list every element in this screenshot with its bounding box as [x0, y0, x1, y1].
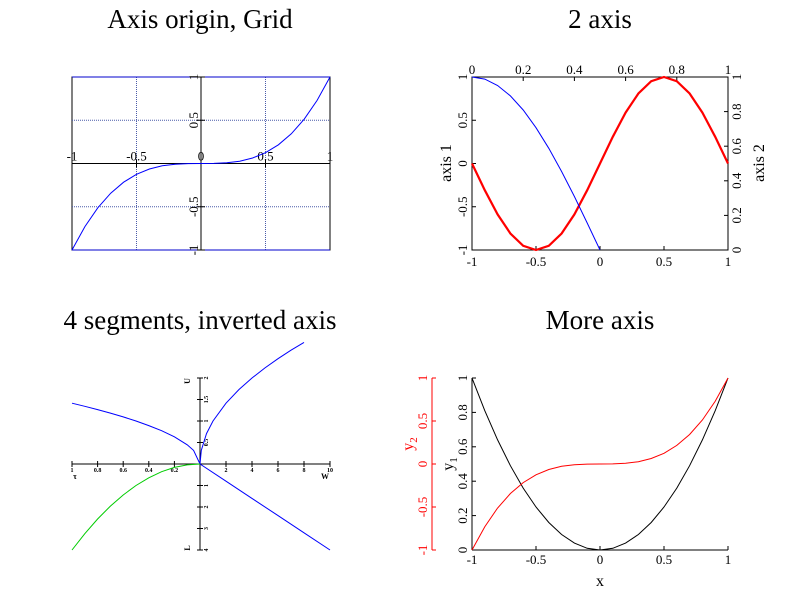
chart2-y1-tick-label-2: 0	[455, 160, 470, 167]
chart3-xpos-tick-label-2: 6	[277, 468, 280, 474]
chart4-x-tick-label-2: 0	[597, 552, 604, 567]
chart3-axis-label-left: τ	[73, 472, 77, 481]
chart4-y2-tick-label-2: 0	[415, 461, 430, 468]
chart3-ypos-tick-label-2: 1.5	[204, 396, 210, 404]
chart3-xneg-tick-label-3: 0.4	[145, 468, 153, 474]
chart3-axis-label-bottom: L	[183, 545, 192, 550]
chart2-y1-tick-label-0: -1	[455, 245, 470, 256]
chart3-series-3	[71, 463, 201, 551]
chart2-x2-tick-label-0: 0	[469, 62, 476, 77]
chart2-y1-tick-label-3: 0.5	[455, 112, 470, 128]
chart4-y2-tick-label-1: -0.5	[415, 497, 430, 518]
chart1-x-tick-label-1: -0.5	[126, 149, 147, 164]
chart2-y2-tick-label-4: 0.8	[729, 103, 744, 119]
chart3-yneg-tick-label-1: 2	[204, 506, 210, 509]
chart4-series-0	[471, 377, 729, 551]
chart1-x-tick-label-0: -1	[67, 149, 78, 164]
chart2-x2-tick-label-3: 0.6	[617, 62, 634, 77]
chart2-y2-label: axis 2	[751, 144, 768, 182]
chart1-y-tick-label-1: -0.5	[186, 196, 201, 217]
chart4-y2-tick-label-4: 1	[415, 375, 430, 382]
chart1-y-tick-label-4: 1	[186, 74, 201, 81]
chart2-series-0	[471, 75, 729, 252]
chart4-y1-tick-label-2: 0.4	[455, 473, 470, 490]
chart4-y1-tick-label-4: 0.8	[455, 404, 470, 420]
chart3-ypos-tick-label-0: 0.5	[204, 439, 210, 447]
chart4-y1-label-subscript: 1	[448, 457, 460, 463]
chart3-yneg-tick-label-3: 4	[204, 549, 210, 552]
chart3-xneg-tick-label-1: 0.8	[94, 468, 102, 474]
chart4-x-tick-label-0: -1	[467, 552, 478, 567]
chart3-xneg-tick-label-0: 1	[71, 468, 74, 474]
chart1-x-tick-label-4: 1	[327, 149, 334, 164]
chart2-x2-tick-label-1: 0.2	[515, 62, 531, 77]
chart3-xpos-tick-label-3: 8	[303, 468, 306, 474]
chart4-y2-label-subscript: 2	[408, 437, 420, 443]
chart4-y1-tick-label-5: 1	[455, 375, 470, 382]
chart3-axis-label-top: U	[183, 378, 192, 384]
chart4-y2-tick-label-3: 0.5	[415, 413, 430, 429]
chart1-y-tick-label-0: -1	[186, 245, 201, 256]
chart2-y2-tick-label-1: 0.2	[729, 207, 744, 223]
chart2-y2-tick-label-2: 0.4	[729, 172, 744, 189]
chart2-x1-tick-label-1: -0.5	[526, 254, 547, 269]
chart4-y2-label: y2	[400, 437, 420, 451]
chart4-title: More axis	[545, 305, 655, 335]
chart3-xpos-tick-label-0: 2	[225, 468, 228, 474]
chart4-y1-tick-label-0: 0	[455, 547, 470, 554]
chart2-y1-label: axis 1	[438, 144, 455, 182]
chart3-ypos-tick-label-3: 2	[204, 377, 210, 380]
chart2-y1-tick-label-1: -0.5	[455, 196, 470, 217]
chart3-title: 4 segments, inverted axis	[63, 305, 337, 335]
chart2-x1-tick-label-0: -1	[467, 254, 478, 269]
chart4-y1-tick-label-1: 0.2	[455, 507, 470, 523]
chart3-series-1	[71, 402, 201, 465]
chart2-x1-tick-label-3: 0.5	[656, 254, 672, 269]
chart4-x-tick-label-3: 0.5	[656, 552, 672, 567]
chart4-series-1	[471, 377, 729, 551]
chart2-y1-tick-label-4: 1	[455, 74, 470, 81]
chart3-series-2	[199, 463, 331, 551]
chart2-series-1	[471, 76, 601, 251]
chart1-x-tick-label-2: 0	[198, 149, 205, 164]
chart1-series-0	[71, 76, 331, 251]
chart2-x1-tick-label-4: 1	[725, 254, 732, 269]
chart4-x-label: x	[596, 573, 604, 590]
chart1-title: Axis origin, Grid	[107, 4, 293, 34]
chart4-y2-tick-label-0: -1	[415, 545, 430, 556]
chart3-xpos-tick-label-1: 4	[251, 468, 254, 474]
chart3-yneg-tick-label-2: 3	[204, 527, 210, 530]
chart2-y2-tick-label-5: 1	[729, 74, 744, 81]
chart2-y2-tick-label-0: 0	[729, 247, 744, 254]
chart3-axis-label-right: W	[321, 472, 329, 481]
chart4-y1-tick-label-3: 0.6	[455, 438, 470, 455]
chart3-ypos-tick-label-1: 1	[204, 420, 210, 423]
chart4-x-tick-label-4: 1	[725, 552, 732, 567]
chart1-x-tick-label-3: 0.5	[257, 149, 273, 164]
chart4-x-tick-label-1: -0.5	[526, 552, 547, 567]
chart2-x2-tick-label-2: 0.4	[566, 62, 583, 77]
chart3-series-0	[199, 341, 305, 465]
chart2-x2-tick-label-4: 0.8	[669, 62, 685, 77]
chart4-y1-label: y1	[440, 457, 460, 471]
chart2-title: 2 axis	[568, 4, 632, 34]
chart2-x2-tick-label-5: 1	[725, 62, 732, 77]
chart3-xpos-tick-label-4: 10	[327, 468, 333, 474]
chart3-yneg-tick-label-0: 1	[204, 484, 210, 487]
chart3-xneg-tick-label-4: 0.2	[171, 468, 179, 474]
chart2-y2-tick-label-3: 0.6	[729, 138, 744, 155]
chart2-x1-tick-label-2: 0	[597, 254, 604, 269]
chart3-xneg-tick-label-2: 0.6	[119, 468, 127, 474]
chart1-y-tick-label-3: 0.5	[186, 112, 201, 128]
